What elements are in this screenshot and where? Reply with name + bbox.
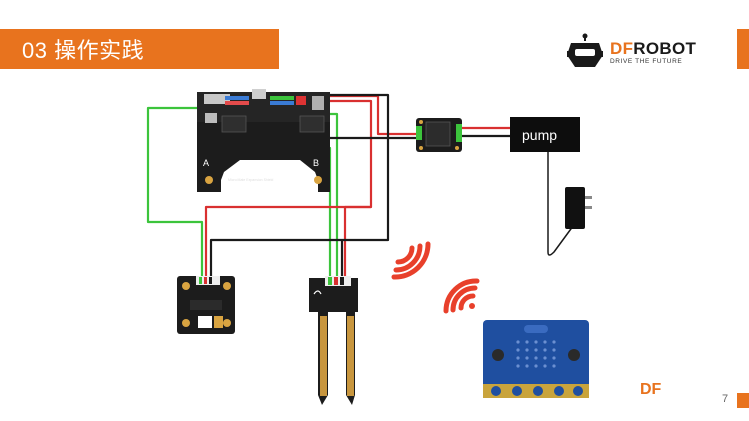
soil-moisture-sensor <box>309 276 358 405</box>
robot-head-icon <box>567 33 603 67</box>
power-adapter <box>565 187 592 229</box>
led-matrix <box>516 340 556 368</box>
sensor-module <box>177 276 235 334</box>
logo-brand: DFROBOT <box>610 39 696 59</box>
section-title: 03 操作实践 <box>22 38 145 63</box>
header-accent-stub <box>737 29 749 69</box>
section-title-bar: 03 操作实践 <box>0 29 279 69</box>
expansion-board: A B DFROBOT Micro:Mate Expansion Shield <box>197 89 330 192</box>
footer-accent-stub <box>737 393 749 408</box>
microbit-board <box>483 320 589 398</box>
footer-brand: DF <box>640 381 662 398</box>
pump: pump <box>510 117 580 152</box>
signal-icon-upper <box>391 241 431 280</box>
logo-tagline: DRIVE THE FUTURE <box>610 58 683 65</box>
port-a-label: A <box>203 158 209 168</box>
green-wire-left <box>146 106 205 282</box>
logo-brand-prefix: DF <box>610 39 634 58</box>
board-title: DFROBOT <box>232 170 260 176</box>
signal-icon-lower <box>443 278 480 314</box>
dfrobot-logo: DFROBOT DRIVE THE FUTURE <box>565 33 725 71</box>
adapter-cable <box>547 152 577 256</box>
relay-module <box>416 118 462 152</box>
page-number: 7 <box>722 393 729 405</box>
pin-headers <box>225 96 324 110</box>
port-b-label: B <box>313 158 319 168</box>
red-wire-sensor <box>343 205 371 282</box>
board-subtitle: Micro:Mate Expansion Shield <box>228 178 273 182</box>
pump-label: pump <box>522 127 557 143</box>
logo-brand-suffix: ROBOT <box>633 39 697 58</box>
